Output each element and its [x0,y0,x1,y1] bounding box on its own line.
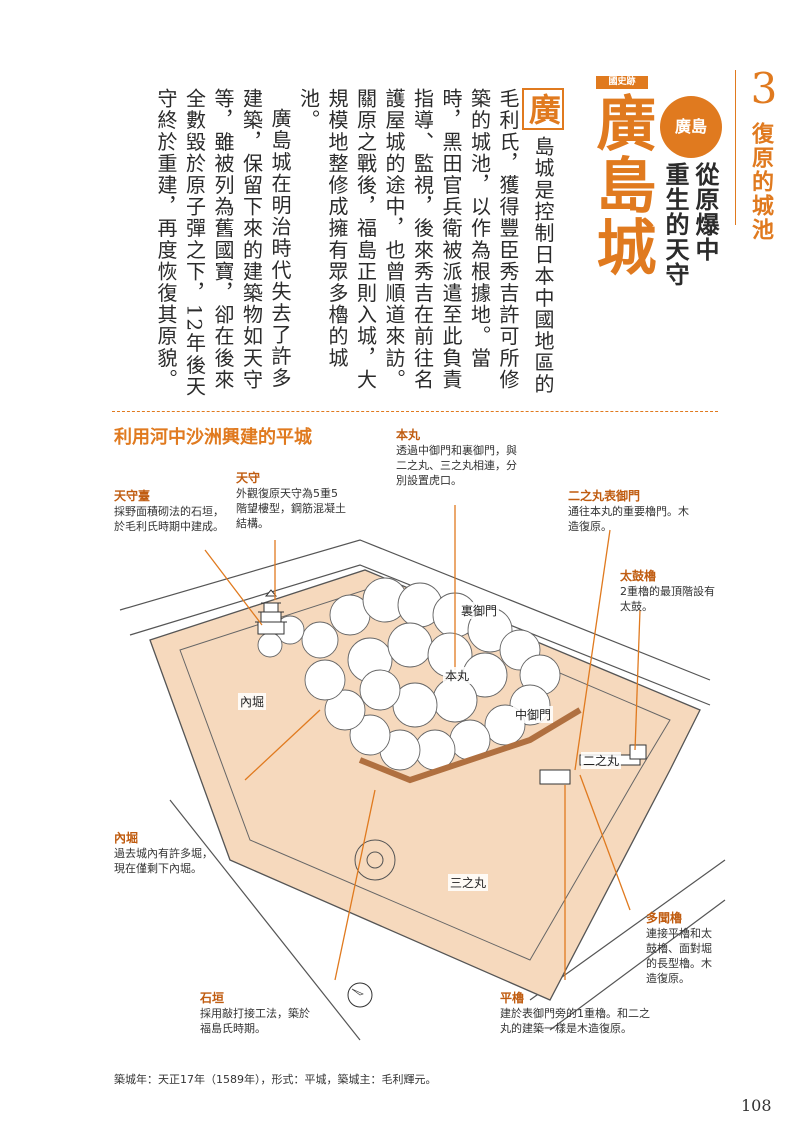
callout-text: 建於表御門旁的1重櫓。和二之丸的建築一樣是木造復原。 [500,1007,650,1035]
callout-honmaru: 本丸 透過中御門和裏御門，與二之丸、三之丸相連，分別設置虎口。 [396,427,526,488]
callout-text: 2重櫓的最頂階設有太鼓。 [620,585,715,613]
map-label-honmaru: 本丸 [443,667,472,684]
road-lines [119,539,726,1041]
callout-ninomaru-gate: 二之丸表御門 通往本丸的重要櫓門。木造復原。 [568,488,698,534]
paragraph-1: 廣島城是控制日本中國地區的毛利氏，獲得豐臣秀吉許可所修築的城池，以作為根據地。當… [294,88,564,410]
callout-leader-lines [204,505,641,981]
callout-taikoyagura: 太鼓櫓 2重櫓的最頂階設有太鼓。 [620,568,720,614]
compass-icon [347,982,373,1008]
callout-ishigaki: 石垣 採用敲打接工法，築於福島氏時期。 [200,990,320,1036]
callout-title: 天守臺 [114,489,151,503]
map-label-uramon: 裏御門 [459,602,500,619]
callout-title: 平櫓 [500,991,525,1005]
paragraph-2: 廣島城在明治時代失去了許多建築，保留下來的建築物如天守等，雖被列為舊國寶，卻在後… [154,88,292,398]
callout-text: 採用敲打接工法，築於福島氏時期。 [200,1007,310,1035]
heritage-label: 國史跡 [596,76,648,89]
callout-title: 天守 [236,471,261,485]
callout-text: 通往本丸的重要櫓門。木造復原。 [568,505,689,533]
stone-wall [358,707,582,784]
callout-hirayagura: 平櫓 建於表御門旁的1重櫓。和二之丸的建築一樣是木造復原。 [500,990,650,1036]
callout-title: 二之丸表御門 [568,489,641,503]
callout-title: 石垣 [200,991,225,1005]
outer-grounds [149,569,701,1001]
callout-tamonyagura: 多聞櫓 連接平櫓和太鼓櫓、面對堀的長型櫓。木造復原。 [646,910,722,986]
section-divider [112,411,718,412]
map-label-ninomaru: 二之丸 [581,752,622,769]
map-label-nakamon: 中御門 [513,706,554,723]
region-badge: 廣島 [660,96,722,158]
castle-keep [255,589,287,635]
drop-cap: 廣 [522,88,564,130]
paragraph-1-text: 島城是控制日本中國地區的毛利氏，獲得豐臣秀吉許可所修築的城池，以作為根據地。當時… [296,88,556,396]
map-label-uchibori: 內堀 [238,693,267,710]
subtitle-line-1: 從原爆中 [691,162,719,262]
callout-title: 多聞櫓 [646,911,683,925]
callout-text: 過去城內有許多堀，現在僅剩下內堀。 [114,847,213,875]
chapter-divider-line [735,70,736,225]
diagram-title: 利用河中沙洲興建的平城 [114,427,312,448]
subtitle-line-2: 重生的天守 [661,162,689,287]
callout-text: 採野面積砌法的石垣，於毛利氏時期中建成。 [114,505,224,533]
circular-monument [354,839,396,881]
body-text: 廣島城是控制日本中國地區的毛利氏，獲得豐臣秀吉許可所修築的城池，以作為根據地。當… [118,88,564,410]
callout-title: 內堀 [114,831,139,845]
construction-info: 築城年：天正17年（1589年），形式：平城，築城主：毛利輝元。 [114,1073,437,1086]
page-number: 108 [741,1096,772,1115]
callout-uchibori: 內堀 過去城內有許多堀，現在僅剩下內堀。 [114,830,214,876]
callout-text: 外觀復原天守為5重5階望樓型，鋼筋混凝土結構。 [236,487,346,530]
callout-tenshudai: 天守臺 採野面積砌法的石垣，於毛利氏時期中建成。 [114,488,224,534]
callout-text: 透過中御門和裏御門，與二之丸、三之丸相連，分別設置虎口。 [396,444,517,487]
callout-title: 太鼓櫓 [620,569,657,583]
callout-text: 連接平櫓和太鼓櫓、面對堀的長型櫓。木造復原。 [646,927,712,985]
castle-title: 廣島城 [586,92,656,278]
map-label-sannomaru: 三之丸 [448,874,489,891]
callout-title: 本丸 [396,428,421,442]
chapter-number: 3 [750,64,778,113]
chapter-title: 復原的城池 [748,122,773,242]
callout-tenshu: 天守 外觀復原天守為5重5階望樓型，鋼筋混凝土結構。 [236,470,346,531]
